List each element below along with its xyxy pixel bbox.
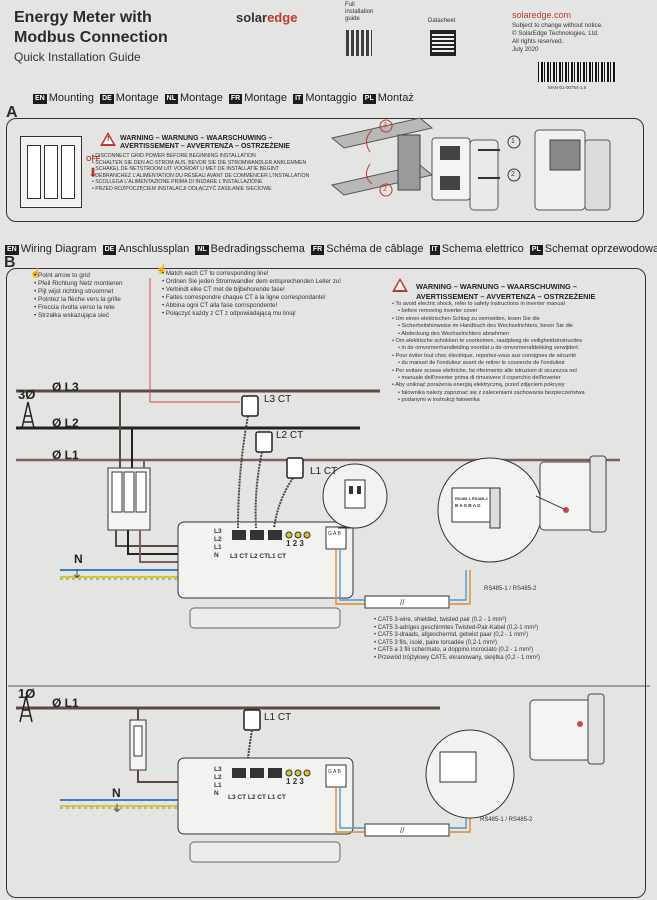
rs485-box-label: RS485-1 RS485-2 bbox=[455, 496, 488, 501]
step-number: 1 bbox=[511, 138, 515, 145]
ct-l3-label: L3 CT bbox=[264, 394, 292, 405]
ct-terminal-l2: L2 CT bbox=[250, 553, 269, 560]
barcode bbox=[538, 62, 616, 82]
neutral-label: N bbox=[74, 552, 83, 566]
legal-notice: Subject to change without notice. © Sola… bbox=[512, 22, 603, 53]
match-ct-note: Match each CT to corresponding line! Ord… bbox=[162, 270, 341, 318]
ct-l1-label: L1 CT bbox=[310, 466, 338, 477]
gab-terminal-label: G A B bbox=[328, 531, 341, 537]
warning-icon bbox=[100, 132, 116, 146]
gab-terminal-label: G A B bbox=[328, 769, 341, 775]
ct-l2-label: L2 CT bbox=[276, 430, 304, 441]
warning-title: WARNING – WARNUNG – WAARSCHUWING – AVERT… bbox=[416, 282, 596, 301]
warning-icon bbox=[392, 278, 408, 292]
rs485-label: RS485-1 / RS485-2 bbox=[480, 817, 533, 823]
breaker-panel bbox=[20, 136, 82, 208]
led-labels: 1 2 3 bbox=[286, 539, 304, 548]
svg-text://: // bbox=[400, 826, 405, 835]
barcode-text: MAN-01-00754-1.0 bbox=[548, 85, 587, 90]
led-labels: 1 2 3 bbox=[286, 777, 304, 786]
full-guide-label: Full installation guide bbox=[345, 2, 374, 22]
section-a-frame bbox=[6, 118, 644, 222]
warning-title: WARNING – WARNUNG – WAARSCHUWING – AVERT… bbox=[120, 135, 290, 150]
website-url: solaredge.com bbox=[512, 10, 572, 20]
ct-terminal-l1: L1 CT bbox=[268, 553, 287, 560]
document-subtitle: Quick Installation Guide bbox=[14, 50, 141, 64]
svg-text://: // bbox=[400, 598, 405, 607]
hand-icon: ☝ bbox=[156, 264, 168, 274]
ct-terminal-labels: L3 CT L2 CT L1 CT bbox=[228, 794, 286, 801]
datasheet-label: Datasheet bbox=[428, 18, 456, 24]
ct-terminal-l3: L3 CT bbox=[230, 553, 249, 560]
line-l1-label: Ø L1 bbox=[52, 696, 79, 710]
step-number: 3 bbox=[383, 122, 387, 129]
document-title: Energy Meter with Modbus Connection bbox=[14, 9, 168, 46]
breaker-switch bbox=[27, 145, 41, 199]
solaredge-logo: solaredge bbox=[236, 10, 298, 25]
point-arrow-note: Point arrow to grid Pfeil Richtung Netz … bbox=[34, 272, 123, 320]
neutral-label: N bbox=[112, 786, 121, 800]
line-l2-label: Ø L2 bbox=[52, 416, 79, 430]
breaker-switch bbox=[44, 145, 58, 199]
warning-list: DISCONNECT GRID POWER BEFORE BEGINNING I… bbox=[92, 153, 309, 193]
full-guide-qr-code bbox=[346, 30, 372, 56]
ground-icon: ⏚ bbox=[112, 804, 122, 815]
warning-exclamation: ! bbox=[107, 136, 110, 143]
warning-list: To avoid electric shock, refer to safety… bbox=[392, 301, 584, 405]
meter-terminal-labels: L3 L2 L1 N bbox=[214, 528, 222, 559]
ct-l1-label: L1 CT bbox=[264, 712, 292, 723]
datasheet-qr-code bbox=[430, 30, 456, 56]
single-phase-label: 1Ø bbox=[18, 686, 36, 701]
three-phase-label: 3Ø bbox=[18, 387, 36, 402]
line-l1-label: Ø L1 bbox=[52, 448, 79, 462]
rs485-label: RS485-1 / RS485-2 bbox=[484, 586, 537, 592]
ground-icon: ⏚ bbox=[72, 570, 82, 581]
cable-spec-list: CAT5 3-wire, shielded, twisted pair (0.2… bbox=[374, 617, 540, 663]
step-number: 2 bbox=[383, 186, 387, 193]
section-b-letter: B bbox=[4, 254, 16, 271]
section-a-letter: A bbox=[6, 104, 18, 121]
breaker-switch bbox=[61, 145, 75, 199]
step-number: 2 bbox=[511, 171, 515, 178]
bag-label: B A G B A G bbox=[455, 503, 481, 508]
line-l3-label: Ø L3 bbox=[52, 380, 79, 394]
meter-terminal-labels: L3 L2 L1 N bbox=[214, 766, 222, 797]
section-b-frame bbox=[6, 268, 646, 898]
